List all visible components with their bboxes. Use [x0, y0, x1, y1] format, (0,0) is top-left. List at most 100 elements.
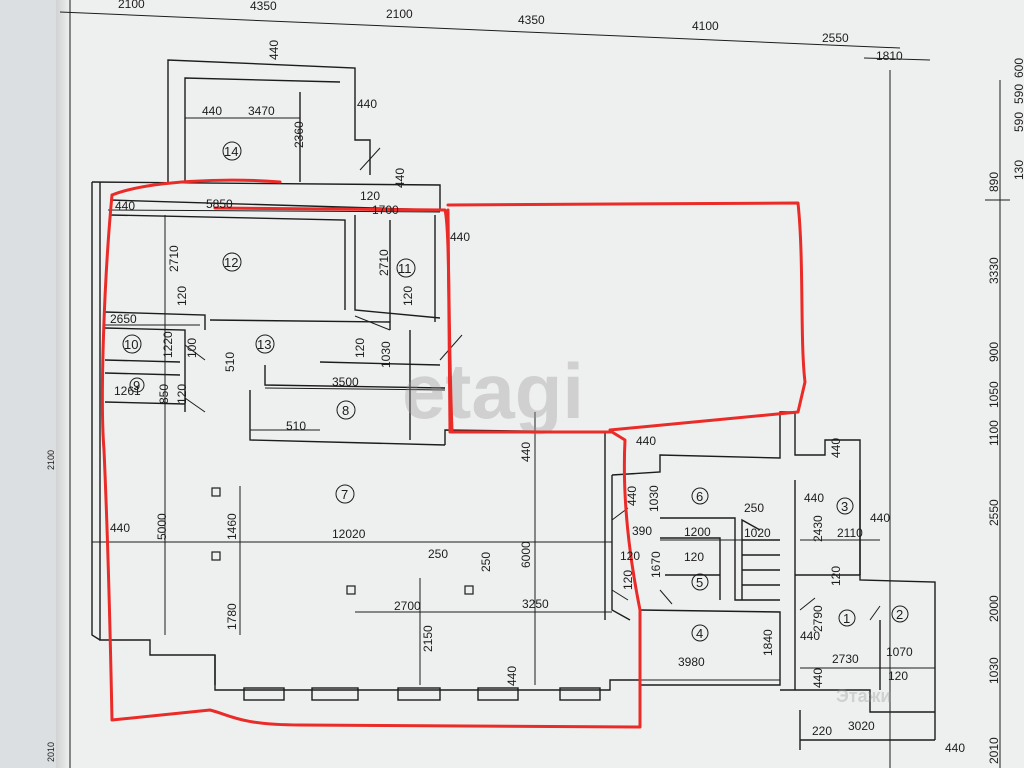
dim-1070: 1070: [886, 645, 913, 659]
dim-440-h: 440: [636, 434, 656, 448]
dim-120-h: 120: [621, 570, 635, 590]
room-4: 4: [691, 624, 709, 642]
left-edge-dim-1: 2010: [46, 742, 56, 762]
svg-text:1: 1: [843, 611, 850, 626]
dim-120-d: 120: [353, 338, 367, 358]
dim-2700: 2700: [394, 599, 421, 613]
room-2: 2: [891, 605, 909, 623]
dim-1030-b: 1030: [647, 485, 661, 512]
room-11: 11: [396, 258, 416, 278]
dim-12020: 12020: [332, 527, 366, 541]
dim-1220: 1220: [161, 331, 175, 358]
dim-440-b: 440: [202, 104, 222, 118]
room-8: 8: [336, 400, 356, 420]
room-3: 3: [836, 497, 854, 515]
dim-5850: 5850: [206, 197, 233, 211]
dim-6000: 6000: [519, 541, 533, 568]
dim-5000: 5000: [155, 513, 169, 540]
dim-440-p: 440: [811, 668, 825, 688]
dim-440-o: 440: [505, 666, 519, 686]
dim-440-d: 440: [393, 168, 407, 188]
right-dimensions: 590 600 590 890 130 3330 900 1050 1100 2…: [987, 58, 1024, 764]
dim-510-a: 510: [223, 352, 237, 372]
top-dim-5: 4100: [692, 19, 719, 33]
dim-440-c: 440: [357, 97, 377, 111]
columns: [211, 487, 474, 595]
room-1: 1: [838, 609, 856, 627]
dim-2430: 2430: [811, 515, 825, 542]
svg-text:10: 10: [124, 337, 138, 352]
dim-120-j: 120: [888, 669, 908, 683]
watermark: etagi: [402, 347, 584, 435]
dim-440-n: 440: [800, 629, 820, 643]
svg-text:3: 3: [841, 499, 848, 514]
right-dim-10: 2550: [987, 499, 1001, 526]
dim-2730: 2730: [832, 652, 859, 666]
right-dim-2: 600: [1012, 58, 1024, 78]
right-dim-8: 1050: [987, 381, 1001, 408]
dim-1200: 1200: [684, 525, 711, 539]
dim-120-i: 120: [829, 566, 843, 586]
dim-440-q: 440: [945, 741, 965, 755]
dim-3020: 3020: [848, 719, 875, 733]
dim-120-f: 120: [620, 549, 640, 563]
svg-text:9: 9: [133, 378, 140, 393]
svg-text:6: 6: [696, 489, 703, 504]
left-edge-dimensions: 2010 2100: [46, 450, 56, 762]
dim-1261: 1261: [114, 384, 141, 398]
top-dim-4: 4350: [518, 13, 545, 27]
svg-text:7: 7: [341, 487, 348, 502]
dim-120-g: 120: [684, 550, 704, 564]
dim-250-b: 250: [428, 547, 448, 561]
right-dim-4: 890: [987, 172, 1001, 192]
room-14: 14: [222, 141, 242, 161]
right-dim-11: 2000: [987, 595, 1001, 622]
dim-2650: 2650: [110, 312, 137, 326]
right-dim-12: 1030: [987, 657, 1001, 684]
dim-440-e: 440: [115, 199, 135, 213]
dim-440-i: 440: [625, 486, 639, 506]
dim-3470: 3470: [248, 104, 275, 118]
room-6: 6: [691, 487, 709, 505]
top-dimensions: 2100 4350 2100 4350 4100 2550 1810: [118, 0, 903, 63]
right-dim-13: 2010: [987, 737, 1001, 764]
frame-lines: [59, 0, 1010, 768]
inner-dimensions: 440 3470 440 2360 440 120 440 440 5850 1…: [110, 40, 965, 755]
dim-1020: 1020: [744, 526, 771, 540]
svg-text:14: 14: [224, 144, 238, 159]
room-9: 9: [129, 377, 145, 393]
dim-120-b: 120: [175, 286, 189, 306]
svg-text:5: 5: [696, 575, 703, 590]
top-dim-2: 4350: [250, 0, 277, 13]
room-labels: 1 2 3 4 5 6 7 8 9 10 11 12 13 14: [122, 141, 909, 642]
svg-text:8: 8: [342, 403, 349, 418]
dim-3500: 3500: [332, 375, 359, 389]
room-7: 7: [335, 484, 355, 504]
right-dim-5: 130: [1012, 160, 1024, 180]
room-10: 10: [122, 334, 142, 354]
dim-1780: 1780: [225, 603, 239, 630]
dim-440-f: 440: [450, 230, 470, 244]
page-fold-shadow: [56, 0, 70, 768]
left-edge-dim-2: 2100: [46, 450, 56, 470]
right-dim-1: 590: [1012, 84, 1024, 104]
dim-440-m: 440: [110, 521, 130, 535]
dim-850: 850: [157, 384, 171, 404]
top-dim-1: 2100: [118, 0, 145, 11]
room-12: 12: [222, 252, 242, 272]
dim-100: 100: [185, 338, 199, 358]
dim-440-k: 440: [870, 511, 890, 525]
dim-120-e: 120: [175, 384, 189, 404]
dim-440-j: 440: [804, 491, 824, 505]
dim-250-a: 250: [744, 501, 764, 515]
dim-2710-a: 2710: [167, 245, 181, 272]
room-5: 5: [691, 573, 709, 591]
dim-3980: 3980: [678, 655, 705, 669]
dim-510-b: 510: [286, 419, 306, 433]
dim-2150: 2150: [421, 625, 435, 652]
dim-3250: 3250: [522, 597, 549, 611]
dim-1460: 1460: [225, 513, 239, 540]
dim-1030-a: 1030: [379, 341, 393, 368]
dim-2710-b: 2710: [377, 249, 391, 276]
